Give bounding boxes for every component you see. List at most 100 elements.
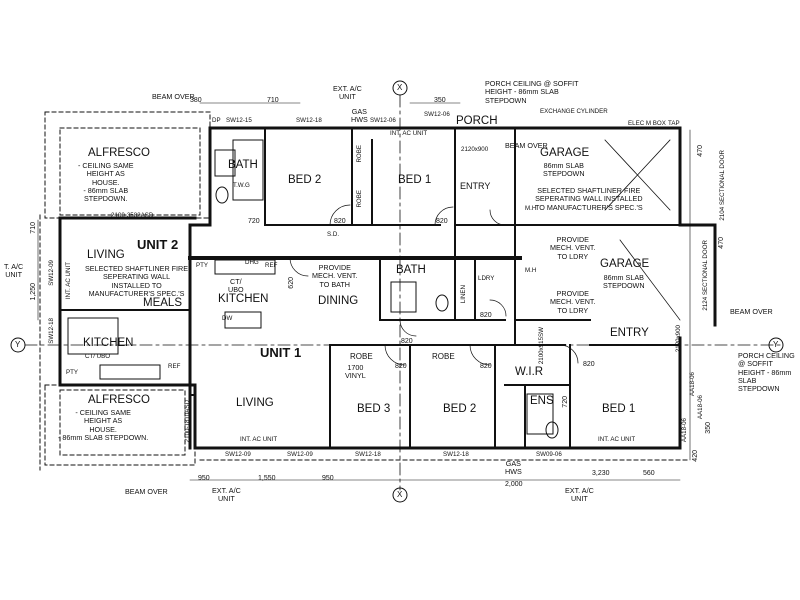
dim-720-b: 720 [562, 396, 569, 408]
room-kitchen-u2: KITCHEN [83, 337, 134, 349]
room-bath-u1: BATH [396, 264, 426, 276]
note-ext-ac-top: EXT. A/C UNIT [333, 84, 362, 102]
grid-bubble-top [392, 80, 408, 96]
downpipe-dp: DP [212, 117, 221, 124]
fixtures [67, 139, 559, 439]
room-robe-top-2: ROBE [356, 190, 363, 208]
ref-u2: REF [168, 363, 181, 370]
grid-bubble-left [10, 337, 26, 353]
room-bed1-u1: BED 1 [602, 403, 636, 415]
pty-u2: PTY [66, 369, 79, 376]
linen: LINEN [460, 285, 467, 304]
window-sw12-18-top: SW12-18 [296, 117, 322, 124]
grid-label-top: X [397, 83, 403, 92]
window-sw12-18-b1: SW12-18 [355, 451, 381, 458]
room-bath-top: BATH [228, 159, 258, 171]
note-elec-box: ELEC M BOX [628, 120, 666, 127]
sectional-door-top: 2104 SECTIONAL DOOR [719, 150, 726, 221]
room-bed2-top: BED 2 [288, 174, 322, 186]
room-bed1-top: BED 1 [398, 174, 432, 186]
tap-marker: TAP [668, 120, 680, 127]
window-sw12-09-b1: SW12-09 [225, 451, 251, 458]
note-shaftliner-top: SELECTED SHAFTLINER FIRE SEPERATING WALL… [535, 186, 643, 212]
room-entry-u1: ENTRY [610, 327, 649, 339]
internal-walls [59, 129, 716, 449]
dim-2000: 2,000 [505, 481, 523, 488]
room-robe-bed2: ROBE [432, 352, 455, 361]
note-gas-hws-top: GAS HWS [351, 107, 368, 125]
window-sw12-06-b: SW12-06 [424, 111, 450, 118]
dim-470-a: 470 [697, 145, 704, 157]
door-2120x900-top: 2120x900 [461, 146, 489, 153]
note-mech-vent-ldry-1: PROVIDE MECH. VENT. TO LDRY [550, 235, 596, 261]
room-bed3-u1: BED 3 [357, 403, 391, 415]
room-kitchen-u1: KITCHEN [218, 293, 269, 305]
room-entry-top: ENTRY [460, 181, 491, 191]
dim-1550: 1,550 [258, 475, 276, 482]
room-garage-u1: GARAGE [600, 258, 650, 270]
note-ext-ac-bottom-left: EXT. A/C UNIT [212, 486, 241, 504]
note-beam-over-bottom: BEAM OVER [125, 487, 168, 496]
note-ext-ac-bottom-right: EXT. A/C UNIT [565, 486, 594, 504]
alfresco-outlines [39, 111, 691, 471]
note-porch-ceiling-top: PORCH CEILING @ SOFFIT HEIGHT - 86mm SLA… [485, 79, 579, 105]
window-sw12-06-a: SW12-06 [370, 117, 396, 124]
note-beam-over-top: BEAM OVER [152, 92, 195, 101]
window-aa18-06-c: AA18-06 [681, 418, 688, 443]
sectional-door-bottom: 2124 SECTIONAL DOOR [702, 240, 709, 311]
room-ens: ENS [530, 395, 554, 407]
mh-u1: M.H [525, 267, 537, 274]
room-alfresco-top: ALFRESCO [88, 147, 150, 159]
dim-820-c: 820 [401, 338, 413, 345]
window-sw12-15: SW12-15 [226, 117, 252, 124]
ref-u1: REF [265, 262, 278, 269]
note-garage-top: 86mm SLAB STEPDOWN [543, 161, 585, 179]
dim-1250: 1,250 [30, 283, 37, 301]
int-ac-bed1: INT. AC UNIT [598, 436, 636, 443]
dhg: DHG [245, 259, 259, 266]
room-garage-top: GARAGE [540, 147, 590, 159]
room-meals-u2: MEALS [143, 297, 182, 309]
room-robe-top: ROBE [356, 145, 363, 163]
room-living-u2: LIVING [87, 249, 125, 261]
int-ac-living: INT. AC UNIT [240, 436, 278, 443]
room-alfresco-bottom: ALFRESCO [88, 394, 150, 406]
dim-380: 380 [190, 97, 202, 104]
window-aa18-06-b: AA18-06 [697, 395, 704, 420]
grid-label-left: Y [15, 340, 21, 349]
grid-label-right: Y [773, 340, 779, 349]
dim-350-right: 350 [705, 422, 712, 434]
ct-ubo-u2: CT/ UBO [85, 353, 111, 360]
grid-label-bottom: X [397, 490, 403, 499]
note-alfresco-bottom: - CEILING SAME HEIGHT AS HOUSE. - 86mm S… [58, 408, 149, 442]
dim-350-top: 350 [434, 97, 446, 104]
vinyl-1700-bed3: 1700 VINYL [345, 363, 366, 381]
int-ac-top: INT. AC UNIT [390, 130, 428, 137]
sw-2100x915: 2100x915SW [538, 327, 545, 365]
dim-820-b: 820 [436, 218, 448, 225]
dim-820-e: 820 [395, 363, 407, 370]
dim-470-b: 470 [718, 237, 725, 249]
window-aa18-06-a: AA18-06 [689, 372, 696, 397]
note-porch-ceiling-right: PORCH CEILING @ SOFFIT HEIGHT - 86mm SLA… [738, 351, 795, 394]
dim-710-left: 710 [30, 222, 37, 234]
window-sw12-18-b2: SW12-18 [443, 451, 469, 458]
note-beam-over-right: BEAM OVER [730, 307, 773, 316]
dim-950-b: 950 [322, 475, 334, 482]
note-mech-vent-ldry-2: PROVIDE MECH. VENT. TO LDRY [550, 289, 596, 315]
note-exchange-cylinder: EXCHANGE CYLINDER [540, 108, 608, 115]
note-beam-over-porch: BEAM OVER [505, 141, 548, 150]
dim-3230: 3,230 [592, 470, 610, 477]
label-unit-1: UNIT 1 [260, 345, 302, 360]
dim-820-f: 820 [480, 363, 492, 370]
pty-u1: PTY [196, 262, 209, 269]
dim-620: 620 [288, 277, 295, 289]
room-dining-u1: DINING [318, 295, 359, 307]
ct-ubo-u1: CT/ UBO [228, 277, 244, 295]
grid-bubble-right [768, 337, 784, 353]
dim-820-d: 820 [480, 312, 492, 319]
room-robe-bed3: ROBE [350, 352, 373, 361]
dimension-lines [37, 102, 691, 481]
dim-820-a: 820 [334, 218, 346, 225]
